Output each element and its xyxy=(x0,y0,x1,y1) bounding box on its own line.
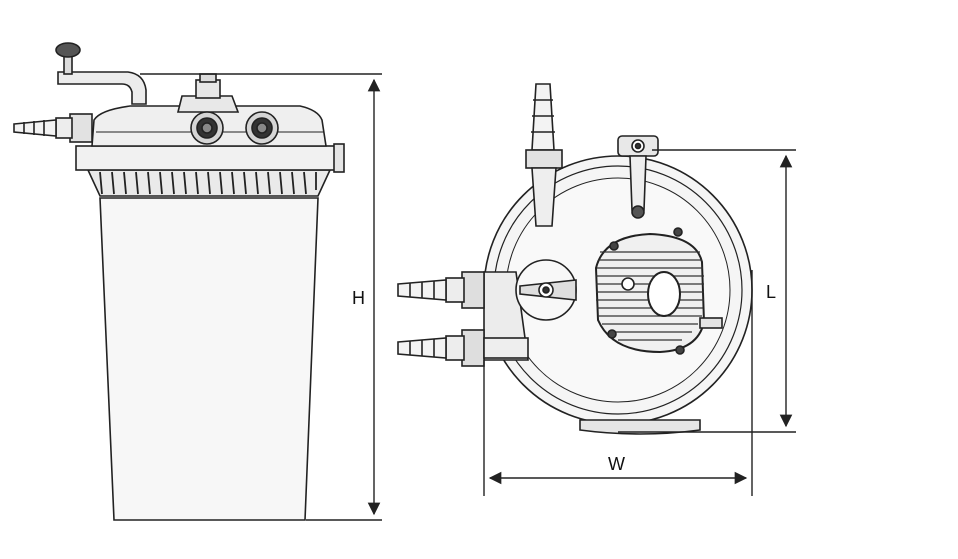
cleaning-handle xyxy=(57,71,147,105)
width-dimension xyxy=(483,270,753,496)
top-hose-connector xyxy=(525,83,563,227)
tank-body xyxy=(99,197,319,521)
height-dimension xyxy=(140,73,382,521)
handle-knob xyxy=(55,42,81,58)
base-skirt xyxy=(579,419,701,435)
top-view-filter xyxy=(397,83,753,435)
side-view-filter xyxy=(13,42,345,521)
viewing-window xyxy=(647,271,681,317)
filter-chamber xyxy=(594,227,723,355)
clamp-ring xyxy=(75,145,337,171)
rotor-assembly xyxy=(515,259,577,321)
side-hose-connector xyxy=(13,113,93,143)
upper-inlet-connector xyxy=(397,271,485,309)
top-handle xyxy=(617,135,659,219)
clamp-latch xyxy=(333,143,345,173)
width-label: W xyxy=(608,454,625,474)
valve-housing xyxy=(176,95,240,113)
lower-outlet-connector xyxy=(397,329,529,367)
collar-ribs xyxy=(99,171,317,195)
length-dimension xyxy=(618,149,796,433)
height-label: H xyxy=(352,288,365,308)
length-label: L xyxy=(766,282,776,302)
